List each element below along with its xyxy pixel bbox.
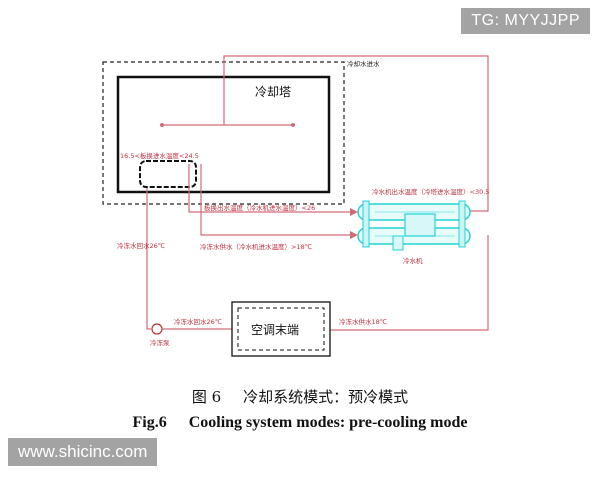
chilled-supply-label: 冷冻水供水18℃ [339, 317, 387, 326]
cooling-tower-label: 冷却塔 [255, 85, 291, 99]
caption-cn-fig: 图 6 [191, 388, 222, 406]
pump-icon [151, 323, 163, 335]
plate-hx-out-label: 板换出水温度（冷水机进水温度）<26 [204, 203, 315, 212]
watermark-bottom: www.shicinc.com [8, 438, 158, 466]
watermark-top: TG: MYYJJPP [461, 8, 590, 34]
pump-label: 冷冻泵 [150, 338, 170, 347]
plate-heat-exchanger [139, 160, 197, 188]
ac-terminal-label: 空调末端 [251, 323, 299, 337]
caption-cn-title: 冷却系统模式：预冷模式 [243, 388, 409, 406]
chilled-supply-pipe [200, 164, 350, 236]
cooling-water-in-label: 冷却水进水 [347, 59, 380, 68]
chilled-return-pipe-left [146, 188, 151, 330]
chiller-icon [357, 200, 471, 251]
chilled-return-pump-label: 冷冻水回水26℃ [174, 317, 222, 326]
nozzle-left [160, 123, 164, 127]
caption-en-fig: Fig.6 [132, 414, 167, 431]
chiller-label: 冷水机 [403, 256, 423, 265]
cooling-water-in-pipe [223, 55, 489, 212]
chiller-out-range-label: 冷水机出水温度（冷塔进水温度）<30.5 [372, 187, 489, 196]
nozzle-right [291, 123, 295, 127]
chilled-return-left-label: 冷冻水回水26℃ [117, 241, 165, 250]
ac-terminal-inner [237, 307, 325, 351]
caption-chinese: 图 6 冷却系统模式：预冷模式 [0, 386, 600, 407]
caption-english: Fig.6 Cooling system modes: pre-cooling m… [0, 414, 600, 432]
arrow-upper [350, 208, 358, 216]
arrow-lower [350, 231, 358, 239]
plate-hx-out-pipe [188, 164, 350, 213]
plate-hx-range-label: 16.5<板换进水温度<24.5 [120, 151, 199, 160]
caption-en-title: Cooling system modes: pre-cooling mode [188, 414, 468, 431]
chilled-supply-chiller-label: 冷冻水供水（冷水机进水温度）>18℃ [200, 242, 312, 251]
chilled-supply-return-pipe-right [330, 235, 489, 331]
